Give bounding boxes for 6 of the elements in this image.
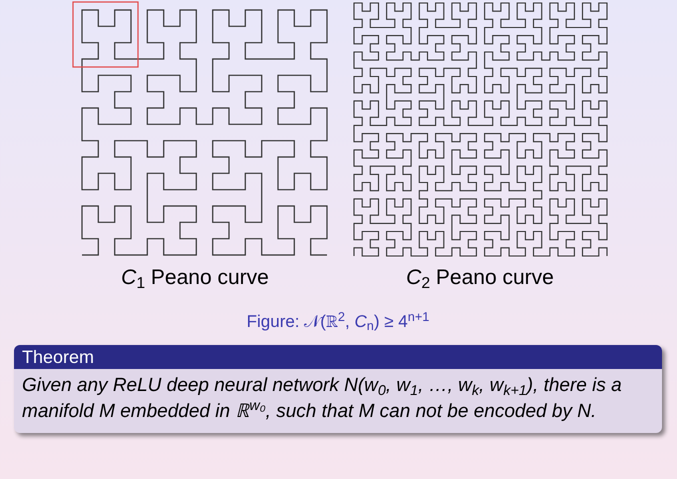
curve-label: C$_{2}$ Peano curve xyxy=(406,265,554,294)
theorem-text: Given any ReLU deep neural network N(w$_{0}$, w$_{1}$, …, w$_{k}$, w$_{k+1}$), there is a manifold M embedded in ℝ$^{w₀}$, such that M can not be encoded by N. xyxy=(21,374,623,424)
curve-label: C$_{1}$ Peano curve xyxy=(121,265,269,294)
figure-caption: Figure: 𝒩(ℝ$^{2}$, C$_{n}$) ≥ 4$^{n+1}$ xyxy=(246,309,430,334)
block-title: Theorem xyxy=(14,345,662,369)
theorem-block xyxy=(14,345,662,433)
